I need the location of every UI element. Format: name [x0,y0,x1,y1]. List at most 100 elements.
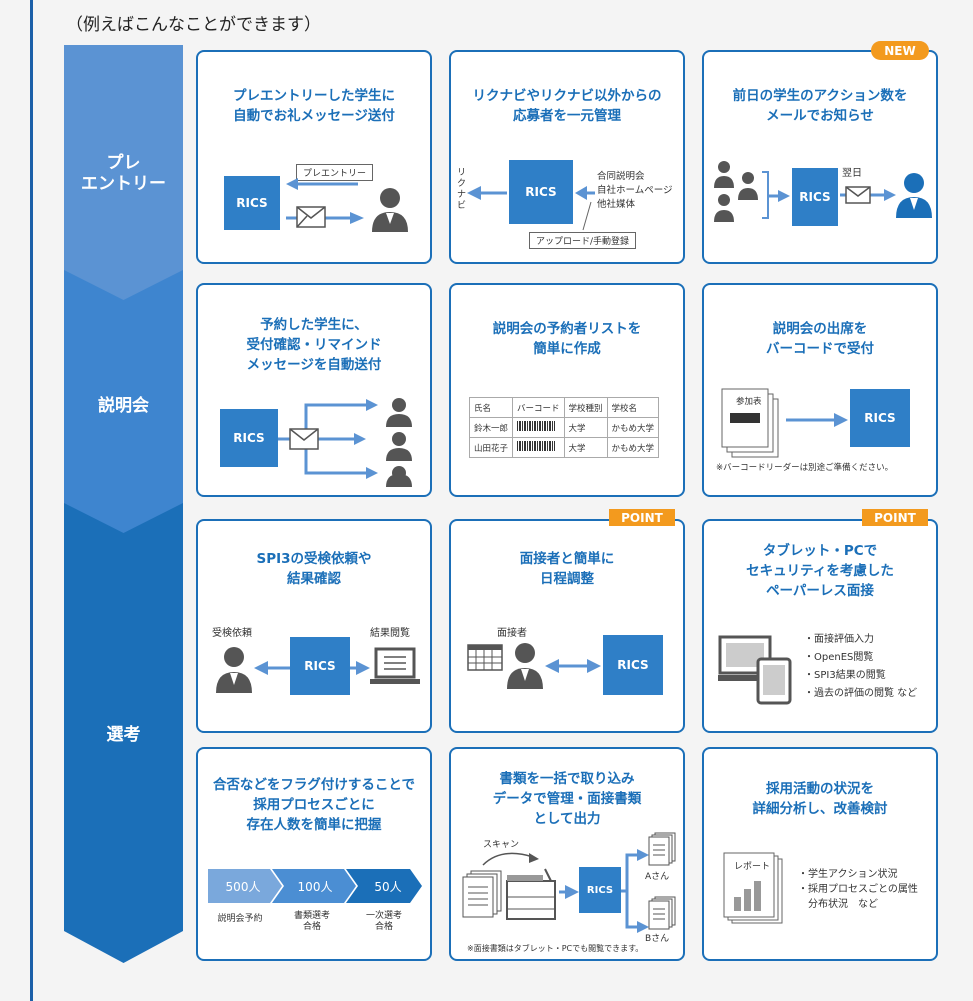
card-title-line: SPI3の受検依頼や [256,551,372,567]
card-title-line: 予約した学生に、 [260,317,368,333]
table-header: 学校名 [606,397,660,418]
output-b-label: Bさん [645,934,670,944]
card-reservation-list: 説明会の予約者リストを簡単に作成 氏名バーコード学校種別学校名 鈴木一郎大学かも… [449,283,685,497]
card-title-line: 日程調整 [540,571,594,587]
rics-box: RICS [850,389,910,447]
document-a-icon [648,832,676,866]
phase-selection: 選考 [64,503,183,965]
source-item: 合同説明会 [597,171,645,182]
rics-box: RICS [579,867,621,913]
arrow-right-icon [350,661,370,675]
card-title-line: 採用活動の状況を [766,781,874,797]
funnel-steps: 500人 100人 50人 [208,869,422,903]
arrow-left-icon [254,661,290,675]
table-cell: 鈴木一郎 [468,417,514,438]
table-cell: かもめ大学 [606,437,660,458]
analysis-item: 分布状況 など [798,899,878,910]
source-item: 自社ホームページ [597,185,673,196]
callout-line [582,201,592,231]
student-icon [372,188,408,232]
result-view-label: 結果閲覧 [370,628,410,639]
card-title-line: タブレット・PCで [762,543,878,559]
arrow-left-icon [467,186,507,200]
card-title-line: セキュリティを考慮した [746,563,894,579]
students-group-icon [714,161,758,222]
table-cell: 大学 [563,437,608,458]
card-analysis: 採用活動の状況を詳細分析し、改善検討 レポート ・学生アクション状況・採用プロセ… [702,747,938,961]
next-day-label: 翌日 [842,168,862,179]
documents-stack-icon [462,870,502,918]
distribution-arrows-icon [278,399,378,479]
card-title-line: 説明会の予約者リストを [492,321,642,337]
rics-box: RICS [509,160,573,224]
table-header: 氏名 [468,397,514,418]
report-icon [723,852,783,924]
card-title-line: 結果確認 [287,571,341,587]
funnel-step-value: 500人 [225,879,261,894]
phase-pre-entry: プレエントリー [64,45,183,305]
card-title-line: 合否などをフラグ付けすることで [212,777,416,793]
pc-tablet-icon [718,635,792,705]
card-title-line: 前日の学生のアクション数を [732,88,908,104]
card-paperless-interview: タブレット・PCでセキュリティを考慮したペーパーレス面接 ・面接評価入力・Ope… [702,519,938,733]
sheet-label: 参加表 [736,397,762,407]
feature-list: ・面接評価入力・OpenES閲覧・SPI3結果の閲覧・過去の評価の閲覧 など [804,631,917,703]
funnel-step-value: 50人 [374,879,402,894]
source-item: 他社媒体 [597,199,636,210]
card-title-line: 詳細分析し、改善検討 [752,801,888,817]
interviewer-icon [507,643,543,689]
funnel-step-label: 説明会予約 [217,914,263,924]
table-row: 山田花子大学かもめ大学 [468,437,660,458]
exam-request-label: 受検依頼 [212,628,252,639]
students-icon [386,398,412,487]
scan-label: スキャン [483,840,520,850]
upload-label: アップロード/手動登録 [529,232,637,249]
table-cell: かもめ大学 [606,417,660,438]
document-b-icon [648,896,676,930]
point-badge: POINT [862,509,928,526]
funnel-step-label: 書類選考 合格 [293,911,330,932]
phase-seminar: 説明会 [64,270,183,538]
student-icon [216,647,252,693]
card-unified-applicants: リクナビやリクナビ以外からの応募者を一元管理 リクナビ RICS 合同説明会自社… [449,50,685,264]
analysis-list: ・学生アクション状況・採用プロセスごとの属性 分布状況 など [798,867,918,912]
barcode-cell [512,417,565,438]
barcode-cell [512,437,565,458]
card-title-line: 存在人数を簡単に把握 [246,817,382,833]
output-a-label: Aさん [645,872,670,882]
feature-item: ・OpenES閲覧 [804,652,874,663]
laptop-icon [370,647,420,684]
card-title-line: プレエントリーした学生に [233,88,395,104]
funnel-arrows [208,869,422,903]
intro-text: （例えばこんなことができます） [66,15,321,35]
source-list: 合同説明会自社ホームページ他社媒体 [597,170,673,212]
analysis-item: ・学生アクション状況 [798,869,898,880]
scan-arrow-icon [482,852,539,866]
table-header: バーコード [512,397,565,418]
report-label: レポート [734,862,771,872]
card-bulk-document: 書類を一括で取り込みデータで管理・面接書類として出力 スキャン RICS Aさん… [449,747,685,961]
card-process-flags: 合否などをフラグ付けすることで採用プロセスごとに存在人数を簡単に把握 500人 … [196,747,432,961]
rikunabi-label: リクナビ [457,168,467,211]
document-note: ※面接書類はタブレット・PCでも閲覧できます。 [467,944,644,953]
rics-box: RICS [224,176,280,230]
attendance-sheet-icon [721,388,779,458]
new-badge: NEW [871,41,929,60]
phase-label-line: エントリー [81,174,166,194]
card-spi3: SPI3の受検依頼や結果確認 受検依頼 結果閲覧 RICS [196,519,432,733]
rics-box: RICS [290,637,350,695]
calendar-icon [467,644,503,671]
arrow-right-icon [559,885,579,899]
card-title-line: 受付確認・リマインド [246,337,382,353]
card-title-line: 書類を一括で取り込み [499,771,635,787]
rics-box: RICS [220,409,278,467]
feature-item: ・過去の評価の閲覧 など [804,688,918,699]
card-title-line: 簡単に作成 [533,341,601,357]
envelope-icon [296,206,326,228]
mail-arrow-icon [840,186,896,204]
reservation-table: 氏名バーコード学校種別学校名 鈴木一郎大学かもめ大学 山田花子大学かもめ大学 [468,397,660,458]
table-cell: 大学 [563,417,608,438]
table-row: 鈴木一郎 大学かもめ大学 [468,417,660,438]
split-arrows-icon [621,849,649,933]
card-title-line: 応募者を一元管理 [513,108,621,124]
